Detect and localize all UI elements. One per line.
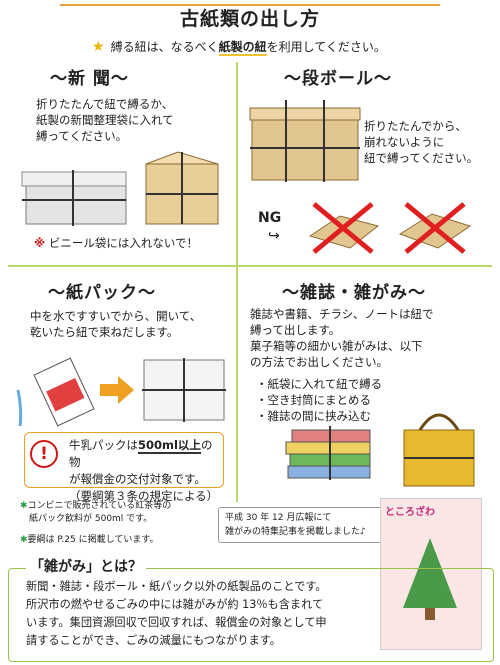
star-icon: ★ [92, 39, 105, 55]
milkcarton-line: 中を水ですすいでから、開いて、 [30, 309, 202, 323]
callout-line: 雑がみの特集記事を掲載しました♪ [225, 527, 366, 537]
magazines-line: 縛って出します。 [250, 323, 341, 337]
magazines-heading: ～雑誌・雑がみ～ [282, 283, 426, 303]
newspaper-line: 折りたたんで紐で縛るか、 [36, 97, 174, 111]
ng-box-icon [398, 202, 472, 254]
christmas-tree-icon [403, 538, 457, 620]
magazines-text: 雑誌や書籍、チラシ、ノートは紐で 縛って出します。 菓子箱等の細かい雑がみは、以… [250, 306, 490, 370]
paper-bag-icon [403, 413, 475, 487]
notice-line-3: （要綱第３条の規定による） [69, 489, 219, 503]
footnote-mark: ✱ [20, 501, 28, 511]
magazines-line: の方法でお出しください。 [250, 355, 388, 369]
milk-carton-icon [16, 357, 95, 427]
cardboard-heading: ～段ボール～ [284, 69, 392, 89]
newspaper-heading: ～新 聞～ [50, 69, 129, 89]
magazines-line: 菓子箱等の細かい雑がみは、以下 [250, 339, 423, 353]
footnote-2: ✱要綱は P.25 に掲載しています。 [20, 534, 158, 547]
string-note: ★ 縛る紐は、なるべく紙製の紐を利用してください。 [92, 38, 386, 56]
zatsugami-line: います。集団資源回収で回収すれば、報償金の対象として申 [26, 616, 327, 629]
cardboard-text: 折りたたんでから、 崩れないように 紐で縛ってください。 [364, 118, 494, 166]
milkcarton-notice-box: 牛乳パックは500ml以上の物 が報償金の交付対象です。 （要綱第３条の規定によ… [24, 432, 224, 503]
notice-bold: 500ml以上 [138, 438, 201, 454]
ng-illustration [308, 202, 472, 254]
zatsugami-box [8, 568, 494, 662]
vertical-divider [236, 62, 238, 502]
newspaper-illustration [21, 151, 219, 226]
newspaper-line: 縛ってください。 [36, 129, 128, 143]
newspaper-text: 折りたたんで紐で縛るか、 紙製の新聞整理袋に入れて 縛ってください。 [36, 96, 226, 144]
magazines-line: 雑誌や書籍、チラシ、ノートは紐で [250, 307, 434, 321]
footnote-text: コンビニで販売されている紅茶等の [27, 501, 172, 511]
cardboard-line: 折りたたんでから、 [364, 119, 467, 133]
horizontal-divider [8, 265, 492, 267]
bullet-item: ・空き封筒にまとめる [256, 393, 371, 407]
magazine-stack-icon [285, 426, 371, 480]
magazine-cover-image: ところざわ [380, 498, 482, 650]
magazines-illustration [285, 413, 475, 487]
milkcarton-heading: ～紙パック～ [48, 283, 156, 303]
zatsugami-line: 所沢市の燃やせるごみの中には雑がみが約 13％も含まれて [26, 598, 324, 611]
milkcarton-illustration [16, 357, 226, 427]
notice-line-2: が報償金の交付対象です。 [69, 472, 206, 486]
exclamation-icon: ! [30, 440, 58, 468]
footnote-mark: ✱ [20, 535, 28, 545]
arrow-right-icon [100, 376, 134, 404]
zatsugami-line: 新聞・雑誌・段ボール・紙パック以外の紙製品のことです。 [26, 580, 327, 593]
cardboard-line: 崩れないように [364, 135, 445, 149]
notice-text: の物 [69, 438, 213, 469]
press-callout: 平成 30 年 12 月広報にて 雑がみの特集記事を掲載しました♪ [218, 507, 384, 543]
cardboard-icon [249, 100, 361, 182]
zatsugami-title: 「雑がみ」とは？ [26, 556, 146, 576]
note-text: 縛る紐は、なるべく [110, 40, 219, 54]
notice-line-1: 牛乳パックは500ml以上の物 [69, 437, 217, 471]
magazines-bullet-list: ・紙袋に入れて紐で縛る ・空き封筒にまとめる ・雑誌の間に挟み込む [256, 376, 382, 424]
arrow-icon: ↪ [268, 228, 280, 244]
note-bold: 紙製の紐 [218, 40, 267, 56]
warning-text: ビニール袋には入れないで！ [48, 236, 198, 250]
title-rule [60, 4, 440, 6]
milkcarton-line: 乾いたら紐で束ねだします。 [30, 325, 179, 339]
notice-text: 牛乳パックは [69, 438, 138, 452]
newspaper-bundle-icon [21, 170, 127, 226]
bullet-item: ・紙袋に入れて紐で縛る [256, 377, 383, 391]
carton-bundle-icon [142, 358, 226, 422]
zatsugami-text: 新聞・雑誌・段ボール・紙パック以外の紙製品のことです。 所沢市の燃やせるごみの中… [26, 578, 446, 650]
warning-mark: ※ [34, 236, 46, 250]
footnote-text: 要綱は P.25 に掲載しています。 [27, 535, 159, 545]
note-text-end: を利用してください。 [266, 40, 386, 54]
magazine-cover-title: ところざわ [385, 507, 435, 518]
milkcarton-text: 中を水ですすいでから、開いて、 乾いたら紐で束ねだします。 [30, 308, 230, 340]
page-title: 古紙類の出し方 [179, 8, 320, 30]
newspaper-warning: ※ ビニール袋には入れないで！ [34, 235, 198, 251]
callout-line: 平成 30 年 12 月広報にて [225, 513, 332, 523]
footnote-text: 紙パック飲料が 500ml です。 [29, 514, 153, 524]
ng-box-icon [308, 202, 380, 254]
paper-bag-icon [145, 151, 219, 225]
bullet-item: ・雑誌の間に挟み込む [256, 409, 371, 423]
cardboard-bundle-illustration [249, 100, 361, 182]
zatsugami-line: 請することができ、ごみの減量にもつながります。 [26, 634, 281, 647]
ng-label: NG [258, 210, 282, 226]
newspaper-line: 紙製の新聞整理袋に入れて [36, 113, 174, 127]
footnote-1: ✱コンビニで販売されている紅茶等の 紙パック飲料が 500ml です。 [20, 500, 220, 526]
cardboard-line: 紐で縛ってください。 [364, 151, 479, 165]
